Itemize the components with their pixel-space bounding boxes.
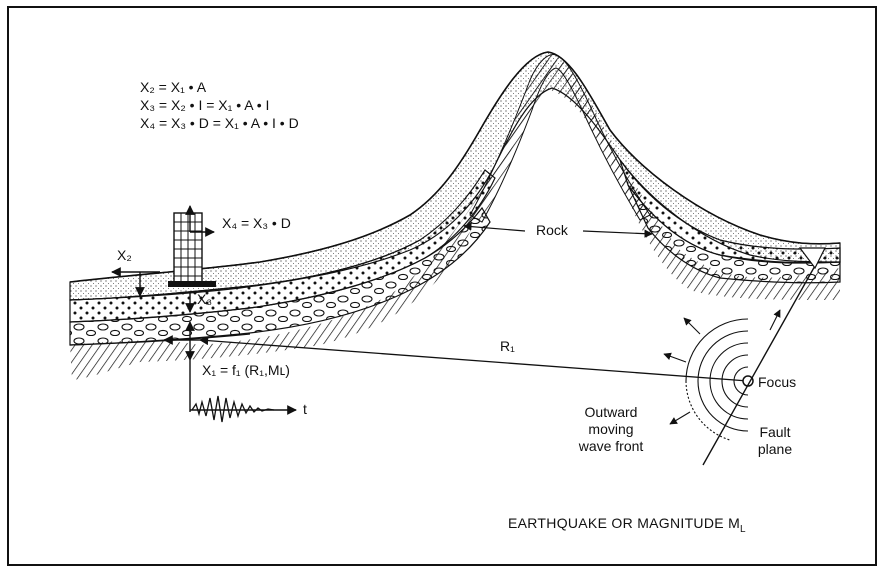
r1-line	[199, 336, 749, 382]
wave-front-line-2: moving	[588, 421, 634, 437]
label-x1: X₁ = f₁ (R₁,Mʟ)	[202, 362, 290, 378]
label-focus: Focus	[758, 374, 797, 390]
caption: EARTHQUAKE OR MAGNITUDE ML	[508, 515, 746, 535]
equation-x2: X₂ = X₁ • A	[140, 79, 207, 95]
ground-surface-line	[69, 51, 841, 283]
fault-notch	[798, 247, 826, 270]
caption-text: EARTHQUAKE OR MAGNITUDE M	[508, 515, 741, 531]
label-x2: X₂	[117, 247, 132, 263]
fault-line-1: Fault	[759, 424, 791, 440]
equation-x4: X₄ = X₃ • D = X₁ • A • I • D	[140, 115, 299, 131]
label-fault-plane: Fault plane	[745, 424, 805, 458]
label-wave-front: Outward moving wave front	[566, 404, 656, 455]
wave-front-line-1: Outward	[584, 404, 638, 420]
label-rock: Rock	[536, 222, 568, 238]
pebble-layer	[69, 206, 491, 346]
rock-arrow-left	[463, 222, 526, 232]
wave-front-line-3: wave front	[578, 438, 644, 454]
label-r1: R₁	[500, 338, 515, 354]
fault-plane-line	[702, 247, 826, 466]
label-t: t	[303, 401, 307, 417]
label-x3: X₃	[197, 291, 213, 307]
bedrock-hatch	[70, 59, 840, 381]
equation-x3: X₃ = X₂ • I = X₁ • A • I	[140, 97, 270, 113]
rock-arrow-right	[582, 229, 653, 238]
wave-fronts	[663, 309, 781, 441]
dotted-layer	[69, 169, 496, 323]
fault-line-2: plane	[757, 441, 793, 457]
right-pebble-layer	[627, 184, 841, 284]
caption-subscript: L	[740, 523, 746, 535]
motion-arrows	[111, 205, 215, 361]
seismogram	[189, 360, 297, 423]
label-x4: X₄ = X₃ • D	[222, 215, 291, 231]
